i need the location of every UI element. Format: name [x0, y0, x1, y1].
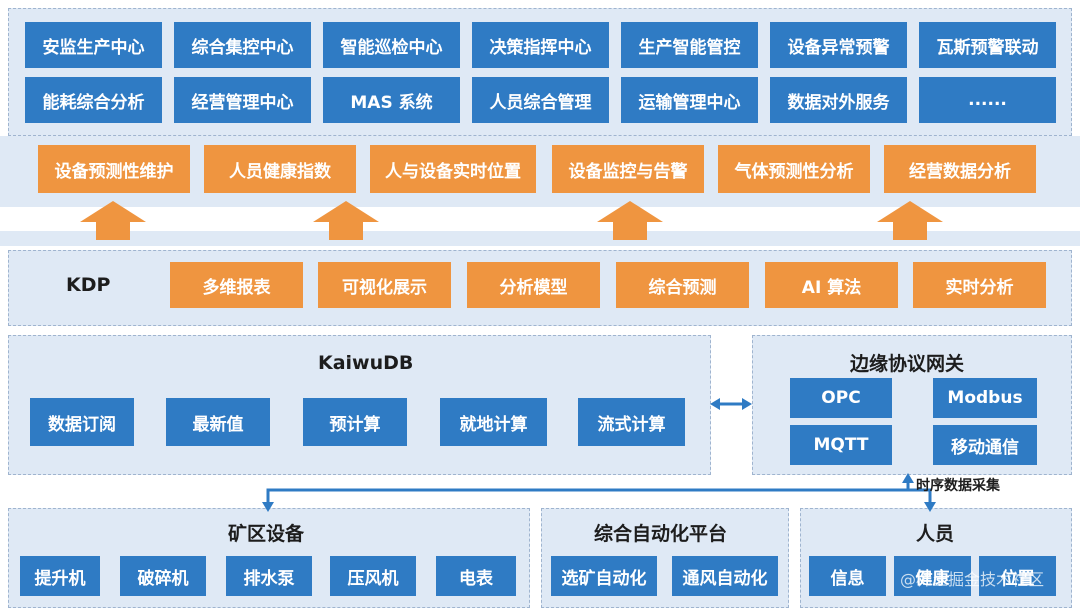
mine-device: 提升机 — [20, 556, 100, 596]
kaiwudb-title: KaiwuDB — [318, 352, 414, 374]
kaiwudb-item: 最新值 — [166, 398, 270, 446]
kdp-item: 分析模型 — [467, 262, 600, 308]
up-arrow-icon — [877, 201, 943, 240]
kdp-item: 可视化展示 — [318, 262, 451, 308]
top-module: 经营管理中心 — [174, 77, 311, 123]
application-box: 经营数据分析 — [884, 145, 1036, 193]
top-module: 瓦斯预警联动 — [919, 22, 1056, 68]
automation-title: 综合自动化平台 — [594, 523, 728, 545]
mine-device: 压风机 — [330, 556, 416, 596]
arrowhead-right-icon — [742, 398, 752, 410]
top-module: 人员综合管理 — [472, 77, 609, 123]
gateway-item: MQTT — [790, 425, 892, 465]
kdp-item: 综合预测 — [616, 262, 749, 308]
mine-title: 矿区设备 — [228, 523, 305, 545]
kdp-item: 多维报表 — [170, 262, 303, 308]
gateway-item: 移动通信 — [933, 425, 1037, 465]
up-arrow-icon — [313, 201, 379, 240]
kdp-item: 实时分析 — [913, 262, 1046, 308]
application-box: 设备监控与告警 — [552, 145, 704, 193]
mine-device: 破碎机 — [120, 556, 206, 596]
top-module: ...... — [919, 77, 1056, 123]
data-collection-line — [266, 488, 932, 506]
arrowhead-down-icon — [924, 502, 936, 512]
kaiwudb-item: 数据订阅 — [30, 398, 134, 446]
people-title: 人员 — [916, 523, 955, 545]
mine-device: 排水泵 — [226, 556, 312, 596]
up-arrow-icon — [597, 201, 663, 240]
mine-device: 电表 — [436, 556, 516, 596]
top-module: 运输管理中心 — [621, 77, 758, 123]
people-item: 位置 — [979, 556, 1056, 596]
arrowhead-down-icon — [262, 502, 274, 512]
gateway-title: 边缘协议网关 — [850, 353, 965, 375]
kdp-item: AI 算法 — [765, 262, 898, 308]
top-module: 安监生产中心 — [25, 22, 162, 68]
kaiwudb-item: 就地计算 — [440, 398, 547, 446]
kaiwudb-item: 流式计算 — [578, 398, 685, 446]
gateway-item: OPC — [790, 378, 892, 418]
application-box: 人员健康指数 — [204, 145, 356, 193]
top-module: 决策指挥中心 — [472, 22, 609, 68]
top-module: 数据对外服务 — [770, 77, 907, 123]
arrowhead-left-icon — [710, 398, 720, 410]
kdp-title: KDP — [66, 274, 111, 296]
time-series-collection-label: 时序数据采集 — [916, 478, 1000, 494]
application-box: 气体预测性分析 — [718, 145, 870, 193]
top-module: 能耗综合分析 — [25, 77, 162, 123]
people-item: 信息 — [809, 556, 886, 596]
people-item: 健康 — [894, 556, 971, 596]
top-module: 综合集控中心 — [174, 22, 311, 68]
up-arrow-icon — [80, 201, 146, 240]
top-module: 智能巡检中心 — [323, 22, 460, 68]
top-module: 生产智能管控 — [621, 22, 758, 68]
gateway-item: Modbus — [933, 378, 1037, 418]
top-module: MAS 系统 — [323, 77, 460, 123]
kaiwudb-item: 预计算 — [303, 398, 407, 446]
top-module: 设备异常预警 — [770, 22, 907, 68]
application-box: 人与设备实时位置 — [370, 145, 536, 193]
arrowhead-up-icon — [902, 473, 914, 483]
automation-item: 选矿自动化 — [551, 556, 657, 596]
watermark: @稀土掘金技术社区 — [900, 570, 1045, 589]
application-box: 设备预测性维护 — [38, 145, 190, 193]
automation-item: 通风自动化 — [672, 556, 778, 596]
